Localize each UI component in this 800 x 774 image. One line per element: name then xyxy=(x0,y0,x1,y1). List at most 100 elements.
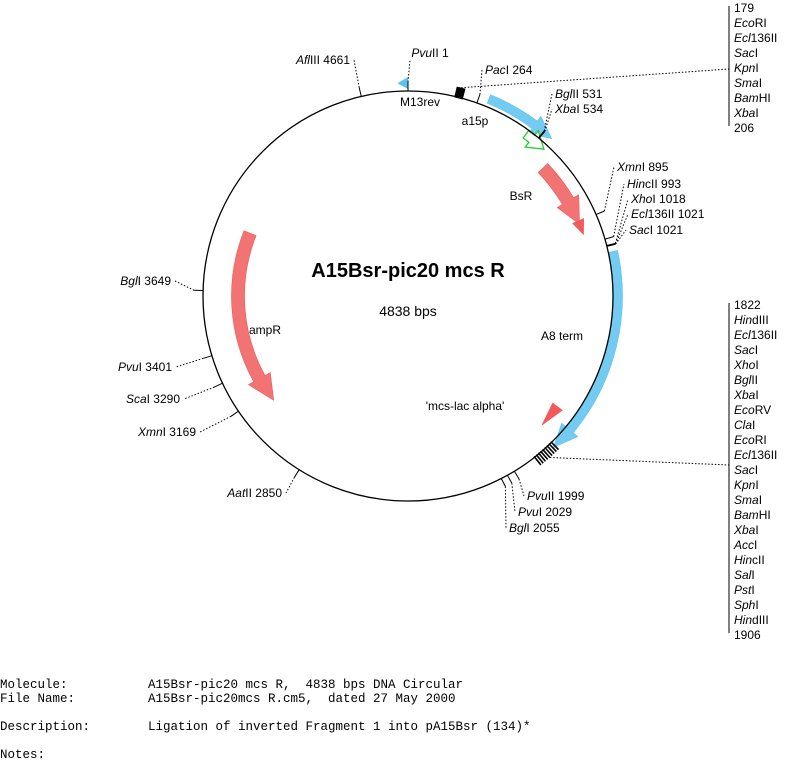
pvuii-1-leader xyxy=(407,59,411,83)
hincii-993-label: HincII 993 xyxy=(627,177,681,191)
ecl136ii-1021-leader xyxy=(615,213,629,245)
mcs2-cluster-tick xyxy=(539,450,549,460)
description-row: Description: Ligation of inverted Fragme… xyxy=(0,720,800,734)
plasmid-name: A15Bsr-pic20 mcs R xyxy=(311,260,505,282)
bglii-531-tick xyxy=(538,130,545,139)
a8term-label: A8 term xyxy=(541,329,583,343)
mcs2-enzyme-label: ClaI xyxy=(734,418,755,432)
saci-1021-tick xyxy=(606,243,616,247)
mcs2-cluster-tick xyxy=(546,444,555,455)
xmni-3169-tick xyxy=(230,410,239,417)
pvuii-1999-leader xyxy=(518,478,525,497)
aatii-2850-leader xyxy=(285,477,295,494)
m13rev-marker xyxy=(397,77,408,89)
bgli-2055-label: BglI 2055 xyxy=(509,521,560,535)
mcs2-enzyme-label: PstI xyxy=(734,583,755,597)
mcs-lac-alpha-label: 'mcs-lac alpha' xyxy=(426,399,505,413)
mcs1-enzyme-label: SacI xyxy=(734,46,758,60)
mcs2-cluster-tick xyxy=(544,446,553,457)
mcs2-enzyme-label: SacI xyxy=(734,463,758,477)
afliii-4661-label: AflIII 4661 xyxy=(295,53,350,67)
scai-3290-leader xyxy=(183,386,215,400)
molecule-row: Molecule: A15Bsr-pic20 mcs R, 4838 bps D… xyxy=(0,678,800,692)
mcs1-start-label: 179 xyxy=(734,1,754,15)
mcs1-enzyme-label: BamHI xyxy=(734,91,771,105)
mcs2-cluster-tick xyxy=(542,448,551,459)
mcs2-enzyme-label: XhoI xyxy=(733,358,759,372)
ampr-label: ampR xyxy=(249,323,281,337)
bgli-2055-tick xyxy=(500,478,506,487)
mcs2-enzyme-label: Ecl136II xyxy=(734,448,777,462)
pvui-3401-leader xyxy=(175,357,204,368)
mcs1-end-label: 206 xyxy=(734,121,754,135)
mcs2-enzyme-label: EcoRV xyxy=(734,403,771,417)
xmni-895-tick xyxy=(595,210,605,216)
afliii-4661-leader xyxy=(353,59,360,88)
paci-264-tick xyxy=(476,94,481,104)
mcs2-enzyme-label: SmaI xyxy=(734,493,762,507)
mcs2-enzyme-label: SphI xyxy=(734,598,759,612)
mcs2-enzyme-label: Ecl136II xyxy=(734,328,777,342)
aatii-2850-label: AatII 2850 xyxy=(226,486,282,500)
mcs1-cluster-tick xyxy=(455,87,461,99)
pvuii-1-label: PvuII 1 xyxy=(411,46,449,60)
bgli-3649-leader xyxy=(174,280,195,291)
mcs2-start-label: 1822 xyxy=(734,298,761,312)
mcs1-enzyme-label: EcoRI xyxy=(734,16,767,30)
filename-key: File Name: xyxy=(0,692,76,706)
mcs2-enzyme-label: XbaI xyxy=(733,523,759,537)
saci-1021-leader xyxy=(615,229,627,245)
a15p-label: a15p xyxy=(462,114,489,128)
mcs1-cluster-tick xyxy=(457,87,462,99)
mcs2-enzyme-label: HindIII xyxy=(734,313,769,327)
xmni-895-label: XmnI 895 xyxy=(616,160,669,174)
notes-key: Notes: xyxy=(0,748,46,762)
xbai-534-tick xyxy=(538,131,546,139)
description-key: Description: xyxy=(0,720,91,734)
xmni-3169-leader xyxy=(199,415,232,433)
xmni-895-leader xyxy=(603,166,615,212)
plasmid-size: 4838 bps xyxy=(379,303,437,319)
mcs2-enzyme-label: XbaI xyxy=(733,388,759,402)
pvui-3401-label: PvuI 3401 xyxy=(118,360,172,374)
a15p-arrow xyxy=(486,94,553,140)
mcs2-cluster-tick xyxy=(548,443,557,453)
molecule-value: A15Bsr-pic20 mcs R, 4838 bps DNA Circula… xyxy=(148,678,464,692)
paci-264-label: PacI 264 xyxy=(485,63,533,77)
paci-264-leader xyxy=(479,69,483,95)
mcs2-end-label: 1906 xyxy=(734,628,761,642)
mcs1-enzyme-label: KpnI xyxy=(734,61,759,75)
xhoi-1018-tick xyxy=(606,242,616,246)
plasmid-backbone-circle xyxy=(202,90,614,502)
pvui-2029-tick xyxy=(506,475,513,484)
pvuii-1999-label: PvuII 1999 xyxy=(527,489,585,503)
pvui-2029-leader xyxy=(511,483,516,513)
mcs-layer: 179EcoRIEcl136IISacIKpnISmaIBamHIXbaI206… xyxy=(454,1,777,642)
mcs2-enzyme-label: AccI xyxy=(733,538,757,552)
xhoi-1018-label: XhoI 1018 xyxy=(630,192,686,206)
saci-1021-label: SacI 1021 xyxy=(629,223,683,237)
afliii-4661-tick xyxy=(358,87,362,97)
pvuii-1999-tick xyxy=(513,471,520,480)
bglii-531-label: BglII 531 xyxy=(555,87,603,101)
mcs1-cluster-tick xyxy=(454,86,459,98)
hincii-993-leader xyxy=(613,183,625,237)
notes-row: Notes: xyxy=(0,748,800,762)
pvui-2029-label: PvuI 2029 xyxy=(518,505,572,519)
scai-3290-label: ScaI 3290 xyxy=(126,392,180,406)
mcs2-enzyme-label: BglII xyxy=(734,373,758,387)
mcs2-leader xyxy=(549,457,730,466)
bsr-arrow xyxy=(537,163,580,225)
mcs2-enzyme-label: HincII xyxy=(734,553,765,567)
filename-value: A15Bsr-pic20mcs R.cm5, dated 27 May 2000 xyxy=(148,692,456,706)
filename-row: File Name: A15Bsr-pic20mcs R.cm5, dated … xyxy=(0,692,800,706)
hincii-993-tick xyxy=(604,236,614,240)
mcs1-cluster-tick xyxy=(456,87,462,99)
description-value: Ligation of inverted Fragment 1 into pA1… xyxy=(148,720,531,734)
mcs2-enzyme-label: KpnI xyxy=(734,478,759,492)
mcs2-cluster-tick xyxy=(550,441,560,451)
mcs1-enzyme-label: SmaI xyxy=(734,76,762,90)
